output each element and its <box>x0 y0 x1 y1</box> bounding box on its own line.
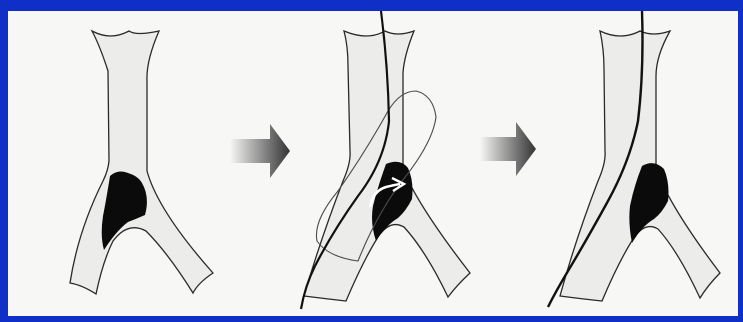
panel-3 <box>548 11 720 307</box>
vessel-3 <box>560 31 720 301</box>
diagram-canvas <box>8 11 738 316</box>
vessel-1 <box>70 31 213 294</box>
panel-1 <box>70 31 213 294</box>
diagram-svg <box>8 11 738 316</box>
panel-2 <box>301 11 470 309</box>
arrow-2 <box>480 122 536 176</box>
arrow-1 <box>230 124 290 178</box>
